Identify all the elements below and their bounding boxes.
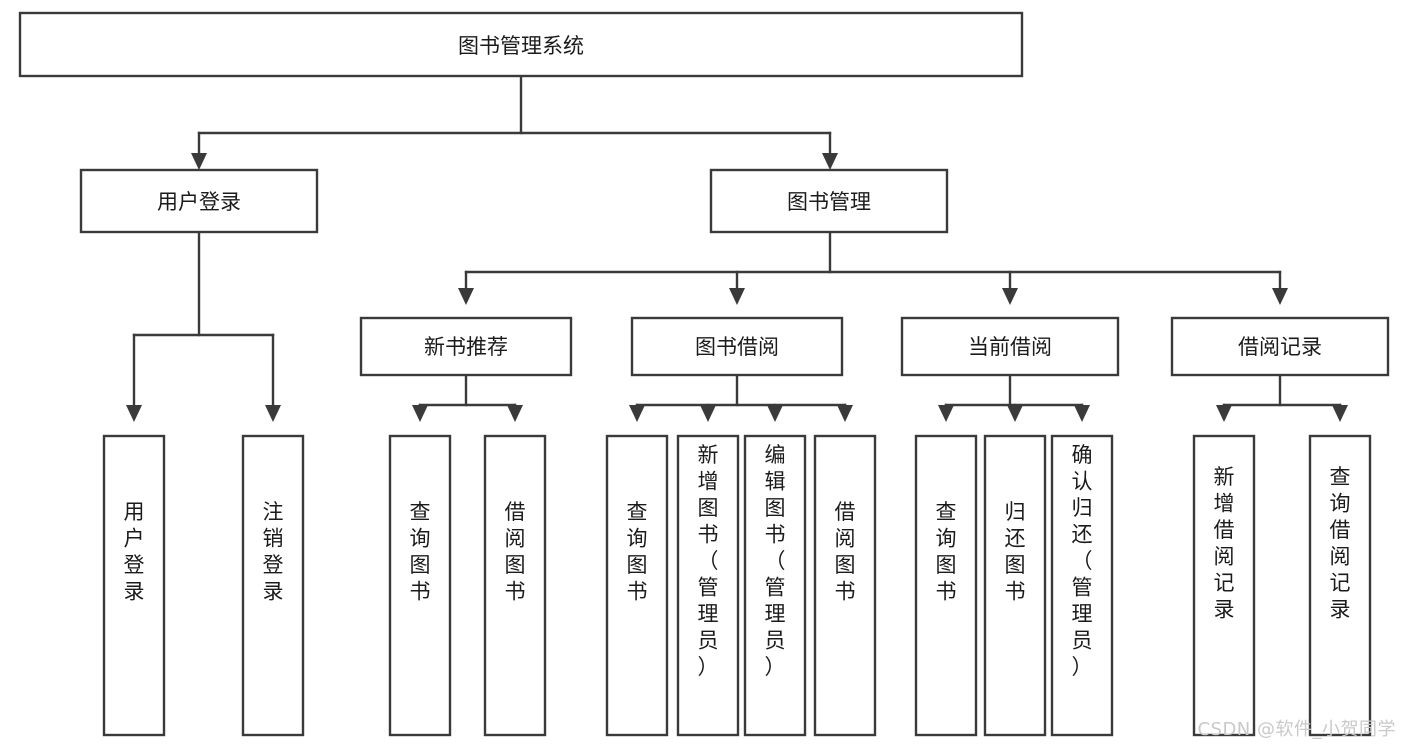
node-borrow-record-label: 借阅记录 [1238, 335, 1322, 359]
node-book-manage[interactable]: 图书管理 [709, 168, 949, 234]
node-borrow-record-leaf-2-box[interactable] [1308, 434, 1372, 737]
node-new-book-rec-leaf-2[interactable]: 借阅图书 [483, 434, 547, 737]
connector-group-book-borrow [629, 373, 853, 422]
arrow-to-book-borrow-leaf-3 [767, 405, 783, 422]
arrow-to-current-borrow-leaf-2 [1007, 405, 1023, 422]
arrow-to-current-borrow-leaf-1 [938, 405, 954, 422]
node-new-book-rec-leaf-2-label: 借阅图书 [505, 500, 526, 604]
node-current-borrow-leaf-3-box[interactable] [1050, 434, 1114, 737]
node-borrow-record-leaf-1[interactable]: 新增借阅记录 [1192, 434, 1256, 737]
node-borrow-record-box[interactable] [1170, 316, 1390, 377]
node-new-book-rec-leaf-2-box[interactable] [483, 434, 547, 737]
arrow-to-borrow-record-leaf-2 [1332, 405, 1348, 422]
node-book-borrow-label: 图书借阅 [695, 335, 779, 359]
node-new-book-rec-leaf-1-label: 查询图书 [410, 500, 431, 604]
connector-group-new-book-rec [412, 373, 523, 422]
arrow-to-user-login-leaf-2 [265, 405, 281, 422]
node-book-borrow-leaf-3-box[interactable] [743, 434, 807, 737]
node-user-login-leaf-2-label: 注销登录 [263, 500, 284, 604]
node-borrow-record-leaf-1-label: 新增借阅记录 [1214, 465, 1235, 622]
arrow-to-current-borrow [1002, 288, 1018, 305]
arrow-to-borrow-record [1272, 288, 1288, 305]
node-book-borrow-box[interactable] [630, 316, 844, 377]
connector-group-book-manage [458, 230, 1288, 305]
node-book-borrow-leaf-4[interactable]: 借阅图书 [813, 434, 877, 737]
node-new-book-rec-label: 新书推荐 [424, 335, 508, 359]
node-current-borrow-leaf-2-box[interactable] [983, 434, 1047, 737]
arrow-to-book-borrow-leaf-1 [629, 405, 645, 422]
node-book-borrow-leaf-4-box[interactable] [813, 434, 877, 737]
node-book-borrow[interactable]: 图书借阅 [630, 316, 844, 377]
node-book-manage-box[interactable] [709, 168, 949, 234]
node-current-borrow-leaf-2-label: 归还图书 [1005, 500, 1026, 604]
node-user-login-leaf-1-label: 用户登录 [124, 500, 145, 604]
node-current-borrow-label: 当前借阅 [968, 335, 1052, 359]
node-current-borrow-leaf-3-label: 确认归还（管理员） [1072, 443, 1093, 679]
arrow-to-user-login [191, 153, 207, 170]
node-root-box[interactable] [18, 11, 1024, 78]
node-user-login-label: 用户登录 [157, 190, 241, 214]
node-borrow-record-leaf-2[interactable]: 查询借阅记录 [1308, 434, 1372, 737]
node-user-login-box[interactable] [79, 168, 319, 234]
node-current-borrow-leaf-1-label: 查询图书 [936, 500, 957, 604]
node-new-book-rec-leaf-1-box[interactable] [388, 434, 452, 737]
connector-group-user-login [126, 230, 281, 422]
node-user-login[interactable]: 用户登录 [79, 168, 319, 234]
arrow-to-new-book-rec [458, 288, 474, 305]
node-book-borrow-leaf-4-label: 借阅图书 [835, 500, 856, 604]
node-book-borrow-leaf-1-label: 查询图书 [627, 500, 648, 604]
node-book-borrow-leaf-1-box[interactable] [605, 434, 669, 737]
node-book-borrow-leaf-3-label: 编辑图书（管理员） [765, 443, 786, 679]
node-user-login-leaf-1[interactable]: 用户登录 [102, 434, 166, 737]
node-new-book-rec-box[interactable] [359, 316, 573, 377]
arrow-to-book-manage [822, 153, 838, 170]
arrow-to-user-login-leaf-1 [126, 405, 142, 422]
node-user-login-leaf-2[interactable]: 注销登录 [241, 434, 305, 737]
connector-group-current-borrow [938, 373, 1090, 422]
node-book-borrow-leaf-2-label: 新增图书（管理员） [698, 443, 719, 679]
arrow-to-book-borrow [729, 288, 745, 305]
node-book-borrow-leaf-1[interactable]: 查询图书 [605, 434, 669, 737]
node-current-borrow-leaf-1-box[interactable] [914, 434, 978, 737]
node-book-borrow-leaf-2-box[interactable] [676, 434, 740, 737]
node-new-book-rec-leaf-1[interactable]: 查询图书 [388, 434, 452, 737]
arrow-to-current-borrow-leaf-3 [1074, 405, 1090, 422]
node-current-borrow[interactable]: 当前借阅 [900, 316, 1120, 377]
node-current-borrow-leaf-1[interactable]: 查询图书 [914, 434, 978, 737]
node-root-label: 图书管理系统 [458, 34, 584, 58]
node-book-borrow-leaf-2[interactable]: 新增图书（管理员） [676, 434, 740, 737]
node-borrow-record[interactable]: 借阅记录 [1170, 316, 1390, 377]
node-borrow-record-leaf-1-box[interactable] [1192, 434, 1256, 737]
node-new-book-rec[interactable]: 新书推荐 [359, 316, 573, 377]
arrow-to-book-borrow-leaf-4 [837, 405, 853, 422]
connector-group-root [191, 74, 838, 170]
arrow-to-new-book-rec-leaf-1 [412, 405, 428, 422]
node-borrow-record-leaf-2-label: 查询借阅记录 [1330, 465, 1351, 622]
arrow-to-new-book-rec-leaf-2 [507, 405, 523, 422]
node-book-borrow-leaf-3[interactable]: 编辑图书（管理员） [743, 434, 807, 737]
node-user-login-leaf-1-box[interactable] [102, 434, 166, 737]
arrow-to-book-borrow-leaf-2 [700, 405, 716, 422]
node-current-borrow-box[interactable] [900, 316, 1120, 377]
connector-group-borrow-record [1216, 373, 1348, 422]
arrow-to-borrow-record-leaf-1 [1216, 405, 1232, 422]
node-book-manage-label: 图书管理 [787, 190, 871, 214]
node-current-borrow-leaf-2[interactable]: 归还图书 [983, 434, 1047, 737]
node-user-login-leaf-2-box[interactable] [241, 434, 305, 737]
node-current-borrow-leaf-3[interactable]: 确认归还（管理员） [1050, 434, 1114, 737]
node-root[interactable]: 图书管理系统 [18, 11, 1024, 78]
